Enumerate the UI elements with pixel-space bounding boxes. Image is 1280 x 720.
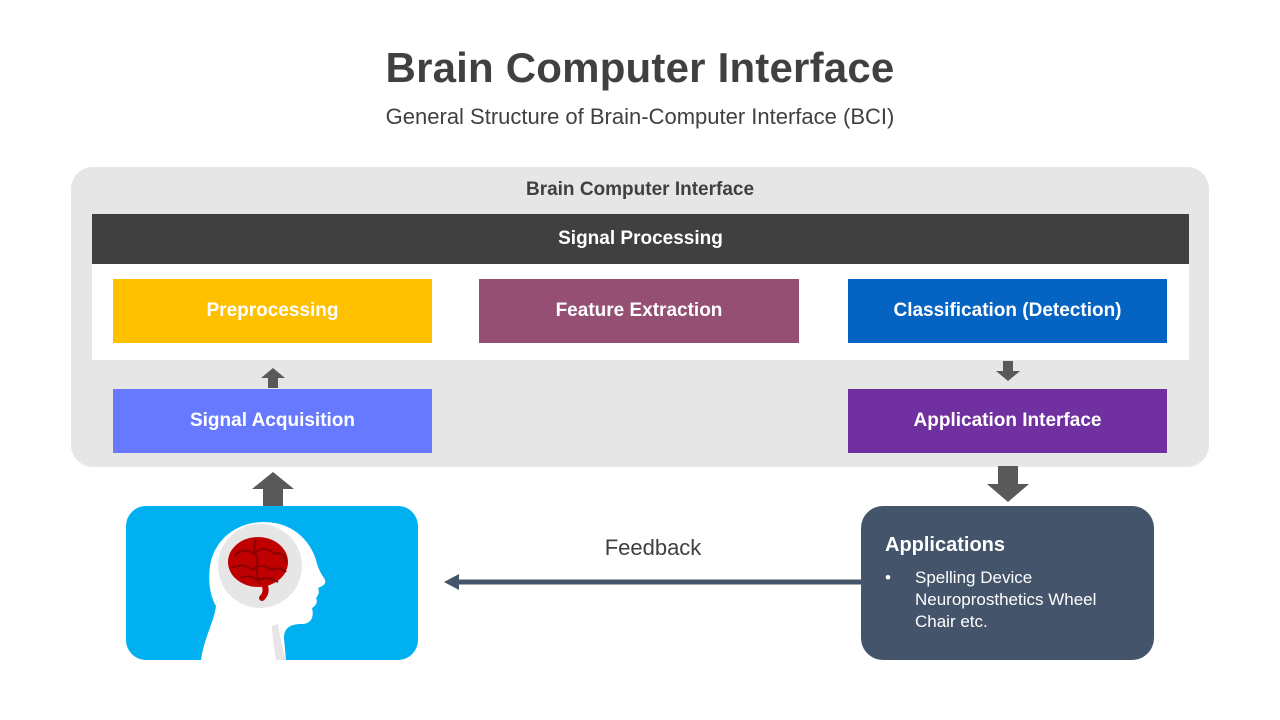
bullet: • [885,568,891,587]
application-item: Neuroprosthetics Wheel [915,590,1097,609]
left-arrow-icon [444,574,863,590]
signal-acquisition-box: Signal Acquisition [113,389,432,453]
classification-box: Classification (Detection) [848,279,1167,343]
feedback-label: Feedback [604,535,702,560]
applications-title: Applications [885,534,1006,556]
page-title: Brain Computer Interface [385,44,895,91]
application-interface-box: Application Interface [848,389,1167,453]
application-item: Spelling Device [915,568,1033,587]
signal-processing-header: Signal Processing [92,214,1189,264]
bci-container-label: Brain Computer Interface [525,179,755,200]
applications-panel: Applications • Spelling Device Neuropros… [861,506,1154,660]
down-arrow-icon [996,361,1020,381]
feature-extraction-box: Feature Extraction [479,279,799,343]
up-arrow-icon [252,472,294,506]
down-arrow-icon [987,466,1029,502]
up-arrow-icon [261,368,285,388]
brain-icon [228,537,288,601]
application-item: Chair etc. [915,612,988,631]
user-head-panel [126,506,418,660]
page-subtitle: General Structure of Brain-Computer Inte… [385,104,895,129]
preprocessing-box: Preprocessing [113,279,432,343]
human-head-with-brain-icon [201,522,326,660]
